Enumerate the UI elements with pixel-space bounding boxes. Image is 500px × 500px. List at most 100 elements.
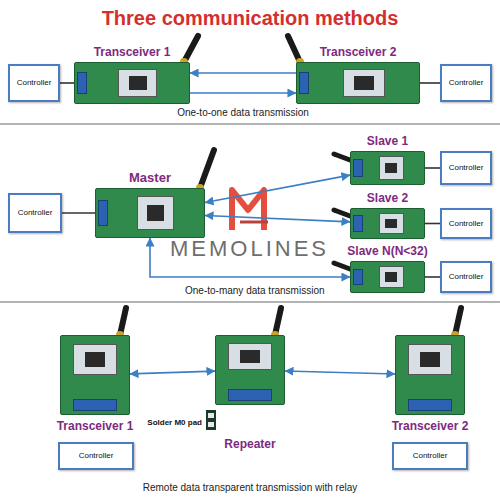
module-name: Transceiver 2 [320,46,397,60]
controller-box: Controller [58,442,134,470]
rf-module [379,213,404,234]
rf-chip [129,76,147,89]
signal-arrow [205,175,350,202]
controller-label: Controller [449,272,484,281]
antenna-rod [275,308,281,335]
rf-module [343,69,384,98]
terminal-block [228,389,272,401]
connectors [60,73,440,374]
signal-arrow [205,215,350,221]
terminal-block [98,200,108,227]
section-divider [0,301,500,303]
wire [425,223,440,225]
controller-box: Controller [8,64,60,102]
rf-chip [385,219,396,228]
controller-box: Controller [392,442,468,470]
module-name: Transceiver 1 [94,46,171,60]
transceiver-board: Transceiver 1 [74,62,190,104]
antenna-rod [455,308,461,335]
terminal-block [353,215,363,231]
controller-label: Controller [413,451,448,460]
transceiver-board: Transceiver 1 [60,335,130,415]
rf-module [379,266,404,288]
antenna [334,154,350,160]
rf-chip [354,76,374,89]
pad-contact [208,413,214,418]
signal-arrow [190,92,296,94]
antenna-rod [334,154,350,160]
rf-chip [147,205,164,221]
signal-arrow [285,371,395,374]
terminal-block [77,72,87,94]
pad-contact [208,422,214,427]
antenna-rod [334,210,350,216]
controller-box: Controller [440,151,492,185]
caption: One-to-one data transmission [0,107,486,119]
rf-module [408,344,452,375]
antenna-rod [334,263,350,269]
signal-arrow [130,371,215,374]
module-name: Repeater [224,438,275,452]
pad-board [206,410,216,430]
caption: Remote data transparent transmission wit… [0,482,500,494]
terminal-block [353,269,363,286]
controller-label: Controller [449,78,484,87]
terminal-block [73,399,117,411]
rf-module [379,156,404,179]
caption: One-to-many data transmission [185,285,325,297]
transceiver-board: Repeater [215,335,285,405]
transceiver-board: Transceiver 2 [395,335,465,415]
wire [420,82,440,84]
controller-box: Controller [440,208,492,239]
rf-chip [385,163,396,174]
module-name: Transceiver 2 [392,420,469,434]
transceiver-board: Slave 1 [350,151,425,185]
m0-pad [206,410,216,430]
wire [60,82,74,84]
controller-label: Controller [18,208,53,217]
controller-box: Controller [440,261,492,293]
watermark: MEMOLINES [170,236,329,262]
controller-label: Controller [79,451,114,460]
module-name: Transceiver 1 [57,420,134,434]
terminal-block [299,72,309,94]
transceiver-board: Slave 2 [350,208,425,239]
module-name: Slave N(N<32) [347,245,427,259]
rf-chip [240,350,261,363]
rf-module [137,196,174,231]
logo-bar [240,221,268,224]
rf-chip [385,272,396,282]
antenna-rod [200,150,214,188]
antenna [196,150,214,192]
antenna [334,210,350,216]
antenna-rod [184,36,198,62]
antenna-rod [288,36,300,62]
rf-chip [420,352,441,367]
title: Three communication methods [0,6,500,30]
note: Solder M0 pad [130,418,202,428]
terminal-block [353,159,363,177]
transceiver-board: Master [95,188,205,238]
section-divider [0,123,500,125]
module-name: Master [129,171,171,186]
controller-label: Controller [449,219,484,228]
rf-module [228,343,272,370]
rf-chip [85,352,106,367]
wire [425,167,440,169]
antenna-rod [120,308,126,335]
module-name: Slave 1 [367,135,408,149]
rf-module [73,344,117,375]
terminal-block [408,399,452,411]
antenna [334,263,350,269]
wire [425,276,440,278]
transceiver-board: Transceiver 2 [296,62,420,104]
wire [62,212,95,214]
controller-box: Controller [440,64,492,102]
rf-module [118,69,157,98]
controller-label: Controller [17,78,52,87]
controller-label: Controller [449,163,484,172]
module-name: Slave 2 [367,192,408,206]
transceiver-board: Slave N(N<32) [350,261,425,293]
signal-arrow [190,72,296,74]
controller-box: Controller [8,193,62,233]
